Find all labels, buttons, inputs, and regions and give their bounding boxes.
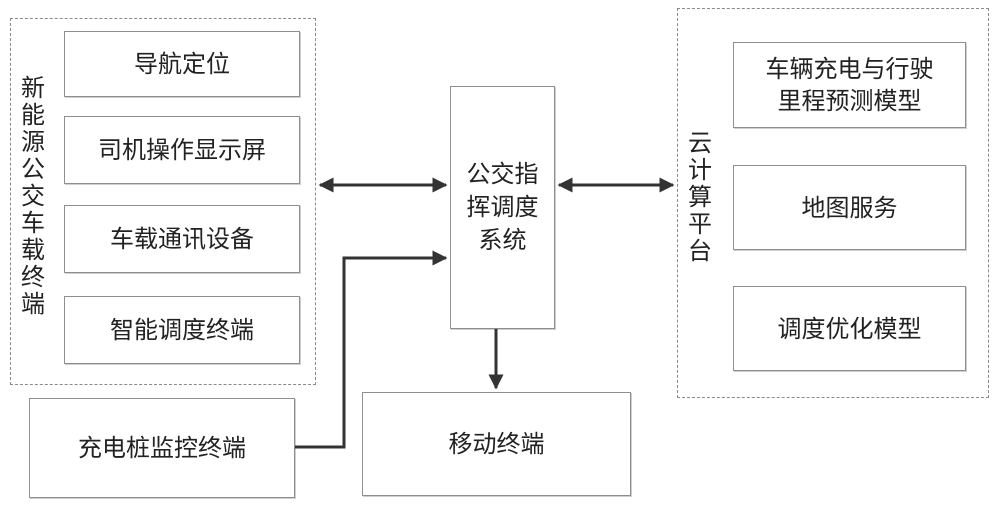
map-service-box: 地图服务 (733, 165, 966, 250)
mobile-terminal-label: 移动终端 (448, 430, 545, 458)
dispatch-optimization-model-label: 调度优化模型 (777, 314, 922, 343)
vehicle-comm-box: 车载通讯设备 (64, 205, 300, 273)
charging-to-dispatch-arrow (295, 250, 448, 449)
charging-pile-monitor-box: 充电桩监控终端 (29, 398, 295, 498)
driver-display-label: 司机操作显示屏 (98, 136, 266, 164)
dispatch-system-label: 公交指挥调度系统 (466, 160, 539, 254)
vehicle-terminal-group-label: 新能源公交车载终端 (21, 74, 45, 318)
navigation-box: 导航定位 (64, 31, 300, 97)
vehicle-terminal-group (10, 18, 316, 385)
cloud-platform-group-label: 云计算平台 (688, 129, 712, 265)
cloud-platform-group (677, 8, 989, 398)
driver-display-box: 司机操作显示屏 (64, 116, 300, 184)
mobile-terminal-box: 移动终端 (362, 392, 631, 496)
charging-range-model-label: 车辆充电与行驶里程预测模型 (765, 55, 934, 115)
smart-dispatch-terminal-label: 智能调度终端 (110, 316, 254, 344)
smart-dispatch-terminal-box: 智能调度终端 (64, 296, 300, 364)
dispatch-optimization-model-box: 调度优化模型 (733, 286, 966, 371)
charging-range-model-box: 车辆充电与行驶里程预测模型 (733, 42, 966, 128)
charging-pile-monitor-label: 充电桩监控终端 (78, 434, 246, 462)
navigation-label: 导航定位 (134, 50, 230, 78)
map-service-label: 地图服务 (801, 193, 898, 222)
vehicle-comm-label: 车载通讯设备 (110, 225, 254, 253)
dispatch-system-box: 公交指挥调度系统 (450, 86, 555, 329)
